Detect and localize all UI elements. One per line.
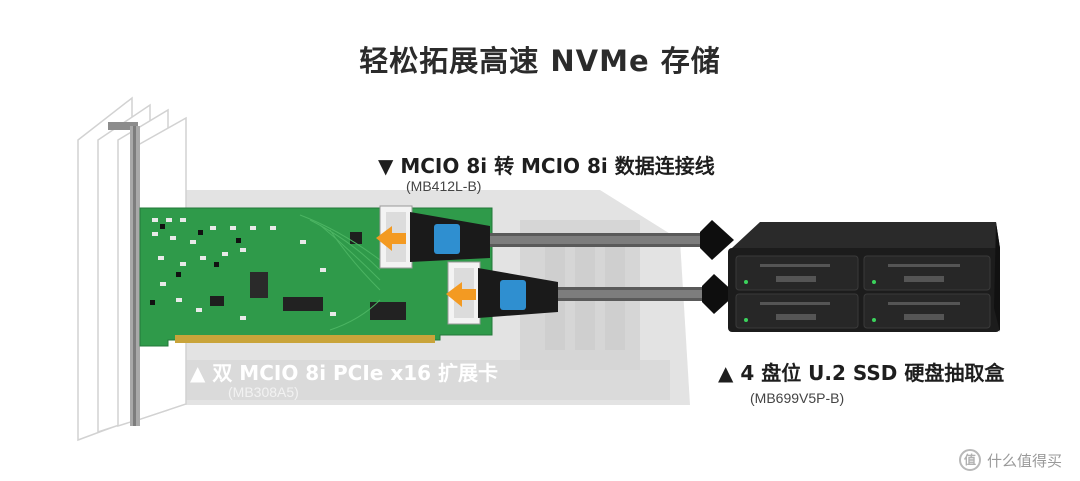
enclosure-model: (MB699V5P-B) [750,390,845,406]
cable-model: (MB412L-B) [406,178,482,194]
pcie-bracket [108,122,140,426]
direction-arrow-icons [700,220,736,314]
card-label: ▲ 双 MCIO 8i PCIe x16 扩展卡 [190,361,499,385]
insert-arrow-icons [376,226,476,307]
ssd-enclosure [728,222,1000,332]
watermark-logo-icon: 值 [958,449,981,471]
watermark: 值 什么值得买 [958,449,1062,471]
watermark-text: 什么值得买 [986,451,1062,470]
card-model: (MB308A5) [228,384,299,400]
braided-cables [490,233,714,301]
cable-plugs [410,212,558,318]
cable-label: ▼ MCIO 8i 转 MCIO 8i 数据连接线 [378,154,715,178]
page-title: 轻松拓展高速 NVMe 存储 [359,44,721,78]
enclosure-label: ▲ 4 盘位 U.2 SSD 硬盘抽取盒 [718,361,1005,385]
